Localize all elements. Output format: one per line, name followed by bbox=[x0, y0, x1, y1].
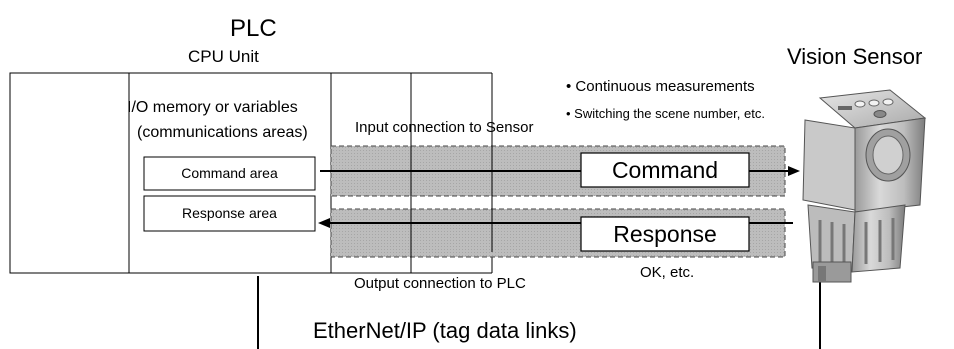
response-note: OK, etc. bbox=[640, 264, 695, 281]
response-label-box bbox=[580, 216, 750, 252]
input-connection-label: Input connection to Sensor bbox=[355, 119, 534, 136]
sensor-bullet-2: • Switching the scene number, etc. bbox=[566, 106, 765, 121]
communications-areas-label: (communications areas) bbox=[137, 124, 308, 141]
vision-sensor-icon bbox=[802, 89, 927, 283]
vision-sensor-title: Vision Sensor bbox=[787, 44, 923, 69]
sensor-bullet-1: • Continuous measurements bbox=[566, 78, 755, 95]
response-label: Response bbox=[613, 221, 717, 247]
bullet-icon: • bbox=[566, 106, 575, 121]
bullet-icon: • bbox=[566, 78, 576, 95]
bullet-1-text: Continuous measurements bbox=[575, 78, 755, 95]
output-connection-label: Output connection to PLC bbox=[354, 275, 526, 292]
io-memory-label: I/O memory or variables bbox=[127, 99, 298, 116]
response-area-box bbox=[143, 195, 316, 232]
command-area-box bbox=[143, 156, 316, 191]
command-label: Command bbox=[611, 157, 719, 183]
cpu-unit-label: CPU Unit bbox=[188, 47, 259, 66]
ethernet-ip-label: EtherNet/IP (tag data links) bbox=[313, 318, 577, 343]
command-area-label: Command area bbox=[181, 165, 278, 181]
command-label-box bbox=[580, 152, 750, 188]
plc-title: PLC bbox=[230, 15, 277, 42]
bullet-2-text: Switching the scene number, etc. bbox=[574, 106, 765, 121]
response-area-label: Response area bbox=[182, 205, 277, 221]
